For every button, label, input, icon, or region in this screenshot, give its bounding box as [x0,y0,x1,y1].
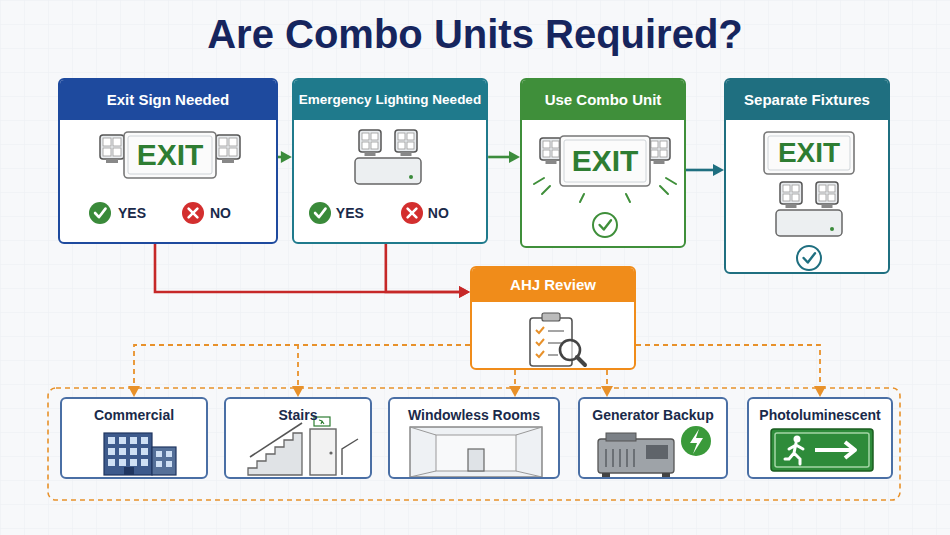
category-title: Generator Backup [580,407,726,423]
category-box: Windowless Rooms [388,397,560,479]
no-label: NO [428,205,468,221]
decision-box: Exit Sign NeededEXIT YES NO [58,78,278,244]
flow-connector [509,370,521,397]
review-box: AHJ Review [470,266,636,370]
category-box: Commercial [60,397,208,479]
flow-connector [601,370,613,397]
decision-box: Emergency Lighting NeededYES NO [292,78,488,244]
header-band: Separate Fixtures [726,80,888,120]
flow-connector [386,244,470,298]
flow-connector [155,244,470,298]
outcome-box: Use Combo UnitEXIT [520,78,686,248]
no-label: NO [210,205,250,221]
flow-connector [128,345,470,397]
outcome-box: Separate FixturesEXIT [724,78,890,274]
flow-connector [686,164,724,176]
flow-connector [292,345,470,397]
header-band: Exit Sign Needed [60,80,276,120]
exit-sign-text: EXIT [562,144,648,178]
group-outline [48,388,900,500]
exit-sign-text: EXIT [764,137,854,169]
header-band: Emergency Lighting Needed [294,80,486,120]
flow-connector [488,151,520,163]
header-band: Use Combo Unit [522,80,684,120]
page-title: Are Combo Units Required? [0,12,950,57]
category-box: Photoluminescent [747,397,893,479]
flow-connector [636,345,826,397]
yes-label: YES [336,205,376,221]
category-title: Commercial [62,407,206,423]
header-band: AHJ Review [472,268,634,302]
category-title: Windowless Rooms [390,407,558,423]
category-title: Photoluminescent [749,407,891,423]
exit-sign-text: EXIT [130,138,210,172]
category-box: Stairs [224,397,372,479]
category-title: Stairs [226,407,370,423]
yes-label: YES [118,205,158,221]
category-box: Generator Backup [578,397,728,479]
flow-connector [278,151,292,163]
